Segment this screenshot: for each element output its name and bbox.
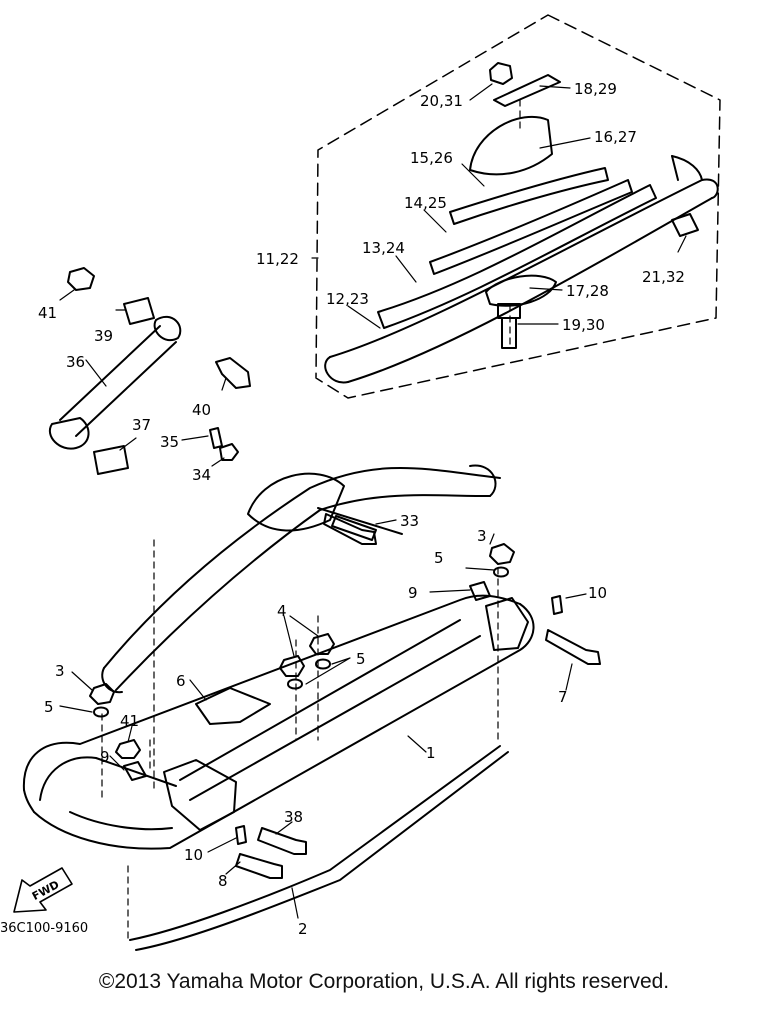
nut-4-b [309, 633, 335, 655]
callout-14-25: 14,25 [404, 194, 447, 212]
ski-assembly-diagram: 20,31 18,29 16,27 15,26 14,25 13,24 11,2… [0, 14, 721, 951]
callout-5-left: 5 [44, 698, 54, 716]
callout-9-right: 9 [408, 584, 418, 602]
washer-5-right [493, 566, 509, 578]
callout-5-right: 5 [434, 549, 444, 567]
collar [671, 213, 699, 237]
callout-40: 40 [192, 401, 211, 419]
callout-18-29: 18,29 [574, 80, 617, 98]
callout-3-left: 3 [55, 662, 65, 680]
callout-3-right: 3 [477, 527, 487, 545]
callout-7: 7 [558, 688, 568, 706]
assembly-lines [101, 99, 521, 941]
callout-11-22: 11,22 [256, 250, 299, 268]
callout-9-left: 9 [100, 748, 110, 766]
callout-labels: 20,31 18,29 16,27 15,26 14,25 13,24 11,2… [0, 80, 685, 938]
spring-plate-bracket [493, 74, 561, 107]
callout-41-top: 41 [38, 304, 57, 322]
main-leaf-spring [101, 464, 501, 694]
callout-16-27: 16,27 [594, 128, 637, 146]
drawing-code: 36C100-9160 [0, 921, 88, 936]
spring-seat-lower [485, 274, 557, 307]
pin-10-right [551, 595, 563, 615]
nut-3-right [489, 543, 515, 565]
bushing-37 [93, 445, 129, 475]
callout-19-30: 19,30 [562, 316, 605, 334]
spring-subassembly-box [315, 14, 721, 399]
callout-36: 36 [66, 353, 85, 371]
callout-10-right: 10 [588, 584, 607, 602]
bracket-6 [195, 687, 271, 725]
callout-33: 33 [400, 512, 419, 530]
leader-lines [59, 83, 687, 919]
front-mount-bracket [163, 759, 237, 831]
pin-10-left [235, 825, 247, 845]
callout-6: 6 [176, 672, 186, 690]
callout-2: 2 [298, 920, 308, 938]
nut-34 [219, 443, 239, 461]
spring-clamp-top [469, 115, 553, 176]
fwd-arrow [13, 867, 73, 913]
washer-5-mid-a [287, 678, 303, 690]
callout-41-bottom: 41 [120, 712, 139, 730]
shock-absorber [49, 315, 182, 450]
callout-15-26: 15,26 [410, 149, 453, 167]
bolt-40 [215, 357, 251, 389]
callout-8: 8 [218, 872, 228, 890]
spring-bolt-lower [497, 303, 521, 349]
callout-34: 34 [192, 466, 211, 484]
copyright-notice: ©2013 Yamaha Motor Corporation, U.S.A. A… [98, 970, 670, 993]
callout-17-28: 17,28 [566, 282, 609, 300]
nut-41-bottom [115, 739, 141, 759]
callout-21-32: 21,32 [642, 268, 685, 286]
callout-39: 39 [94, 327, 113, 345]
rear-mount-bracket [485, 597, 529, 651]
callout-13-24: 13,24 [362, 239, 405, 257]
washer-5-mid-b [315, 658, 331, 670]
runner [129, 745, 509, 951]
pin-35 [209, 427, 223, 449]
spring-nut-top [489, 62, 513, 85]
callout-38: 38 [284, 808, 303, 826]
bushing-9-right [469, 581, 491, 601]
nut-3-left [89, 683, 115, 705]
callout-20-31: 20,31 [420, 92, 463, 110]
nut-41-top [67, 267, 95, 291]
callout-37: 37 [132, 416, 151, 434]
callout-35: 35 [160, 433, 179, 451]
bushing-9-left [123, 761, 147, 781]
bolt-8 [235, 853, 283, 879]
bolt-33 [323, 513, 377, 545]
ski-body [22, 594, 535, 850]
washer-5-left [93, 706, 109, 718]
callout-12-23: 12,23 [326, 290, 369, 308]
callout-10-left: 10 [184, 846, 203, 864]
leaf-spring-set [324, 155, 719, 384]
callout-5-mid: 5 [356, 650, 366, 668]
bolt-38 [257, 827, 307, 855]
bushing-39 [123, 297, 155, 325]
callout-1: 1 [426, 744, 436, 762]
bolt-7 [545, 629, 601, 665]
callout-4: 4 [277, 602, 287, 620]
nut-4-a [279, 655, 305, 677]
